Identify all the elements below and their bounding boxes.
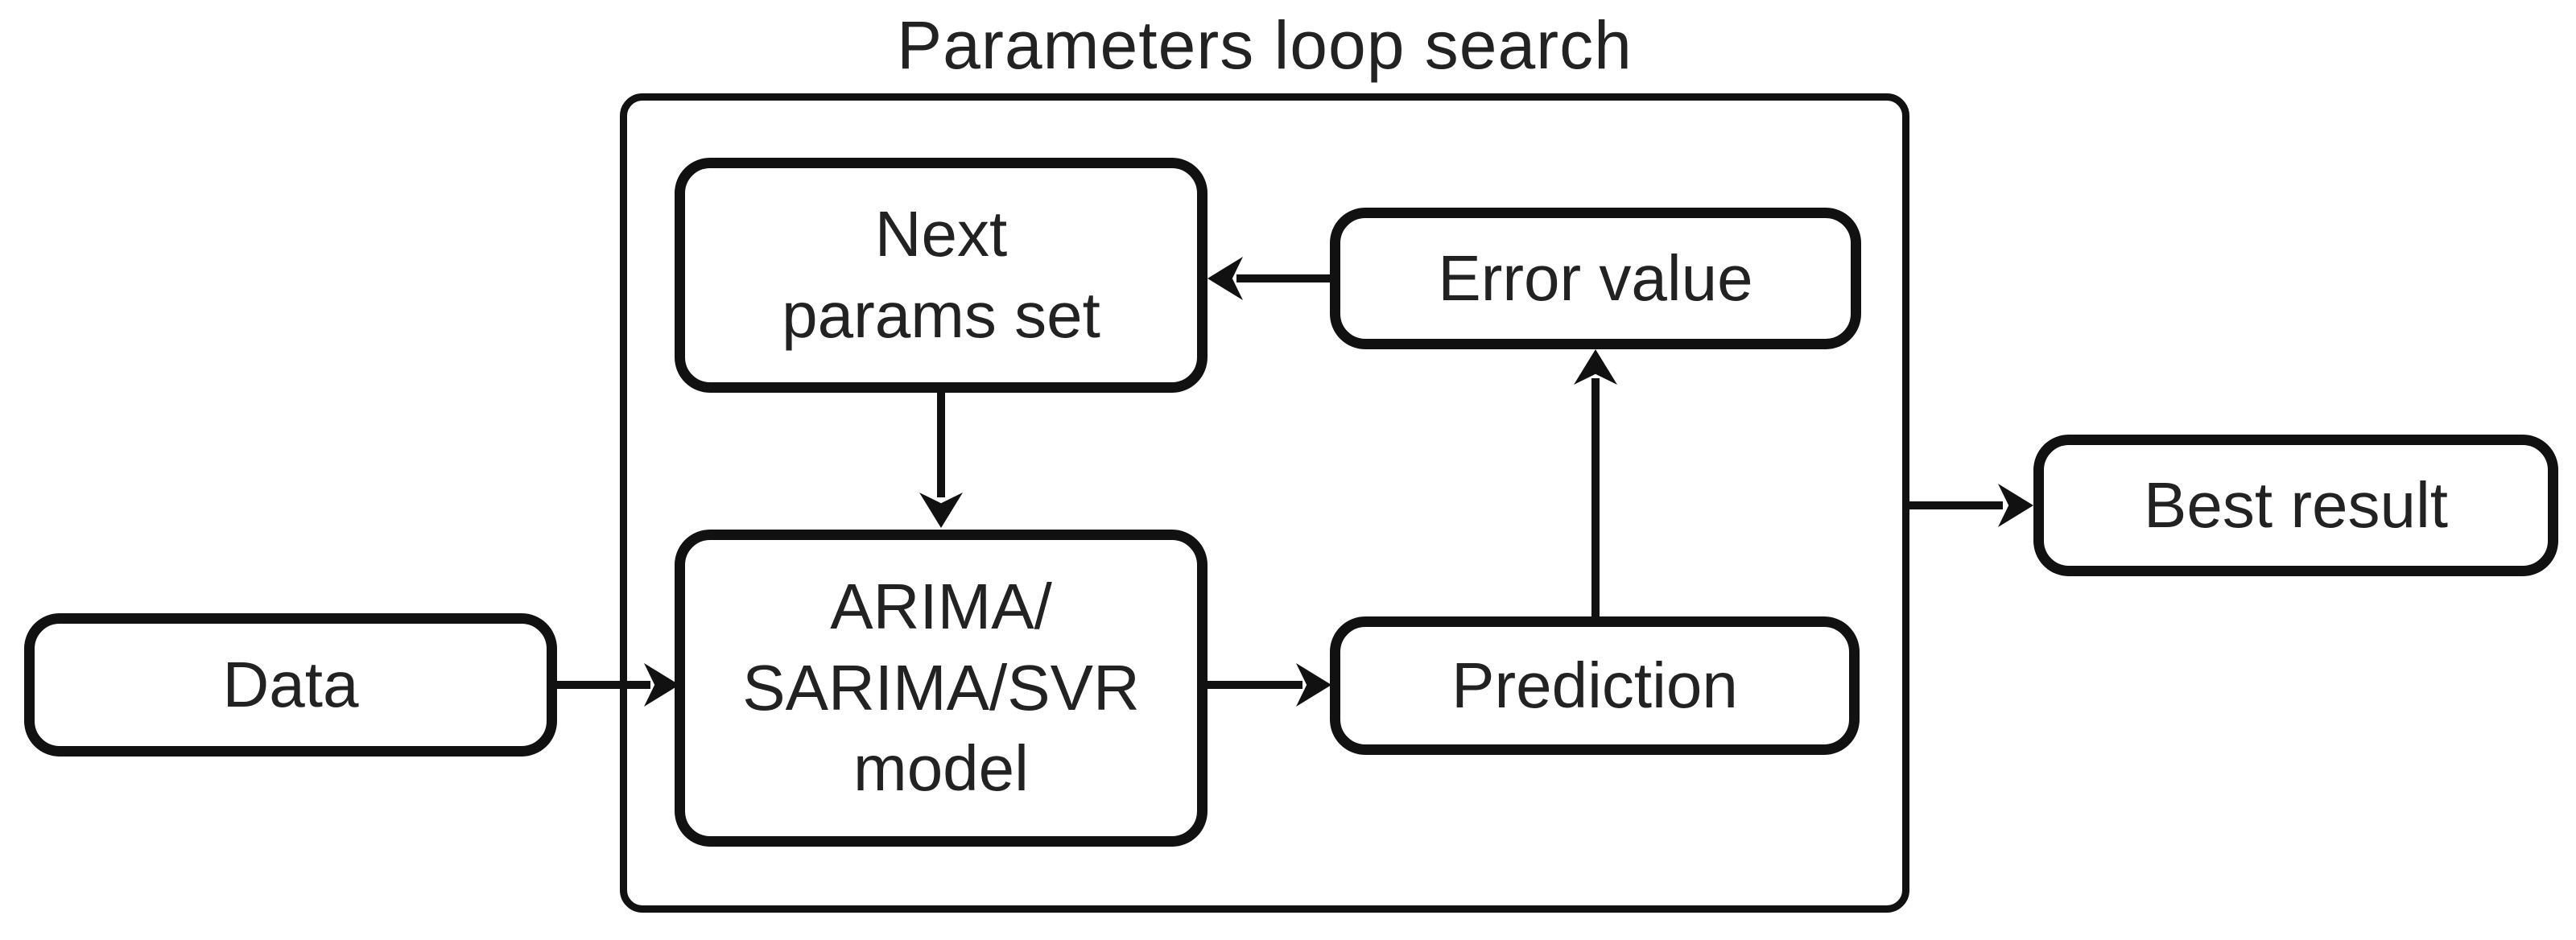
node-prediction: Prediction xyxy=(1330,616,1860,755)
arrow-line xyxy=(1591,378,1600,616)
arrow-line xyxy=(557,681,650,689)
node-next-params-set: Next params set xyxy=(675,158,1208,393)
arrowhead-right-icon xyxy=(1998,484,2033,527)
arrow-line xyxy=(937,393,945,497)
node-error-value: Error value xyxy=(1330,208,1861,349)
node-data: Data xyxy=(24,613,557,757)
arrow-line xyxy=(1208,681,1302,689)
node-arima-sarima-svr-model: ARIMA/ SARIMA/SVR model xyxy=(675,530,1208,847)
arrow-line xyxy=(1236,274,1330,282)
node-best-result: Best result xyxy=(2033,435,2558,576)
diagram-title: Parameters loop search xyxy=(897,7,1633,83)
arrow-line xyxy=(1909,501,2003,509)
